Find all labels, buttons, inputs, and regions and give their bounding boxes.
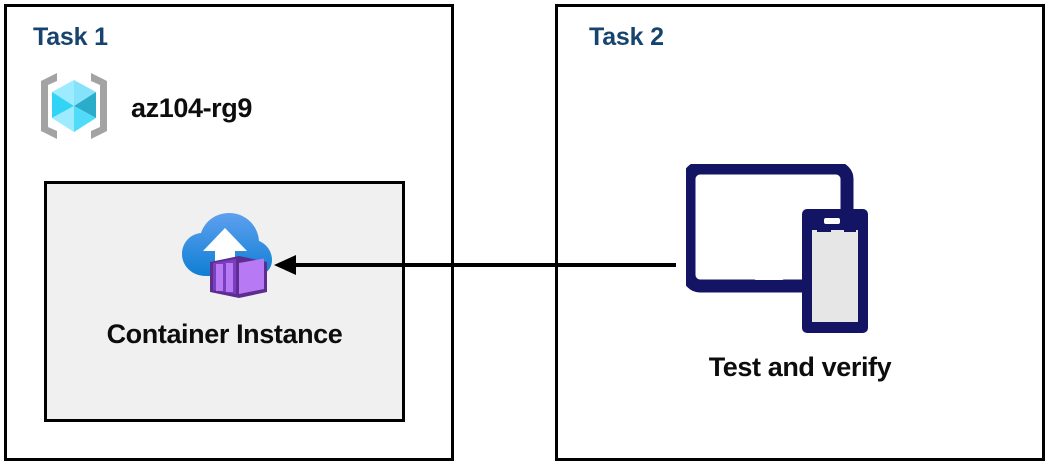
panel-task-1: Task 1 — [4, 4, 454, 461]
container-instance-box: Container Instance — [44, 181, 405, 422]
resource-group-label: az104-rg9 — [131, 93, 252, 123]
panel-task-2-title: Task 2 — [589, 23, 664, 51]
flow-arrow-connector — [270, 248, 680, 284]
azure-resource-group-icon — [35, 67, 113, 150]
test-and-verify-label: Test and verify — [708, 352, 892, 382]
resource-group-row: az104-rg9 — [35, 67, 252, 150]
panel-task-1-title: Task 1 — [33, 23, 108, 51]
tablet-and-phone-icon — [682, 161, 886, 349]
container-instance-label: Container Instance — [106, 319, 343, 349]
panel-task-2: Task 2 Test and verify — [555, 4, 1045, 461]
azure-container-instance-icon — [177, 204, 273, 305]
